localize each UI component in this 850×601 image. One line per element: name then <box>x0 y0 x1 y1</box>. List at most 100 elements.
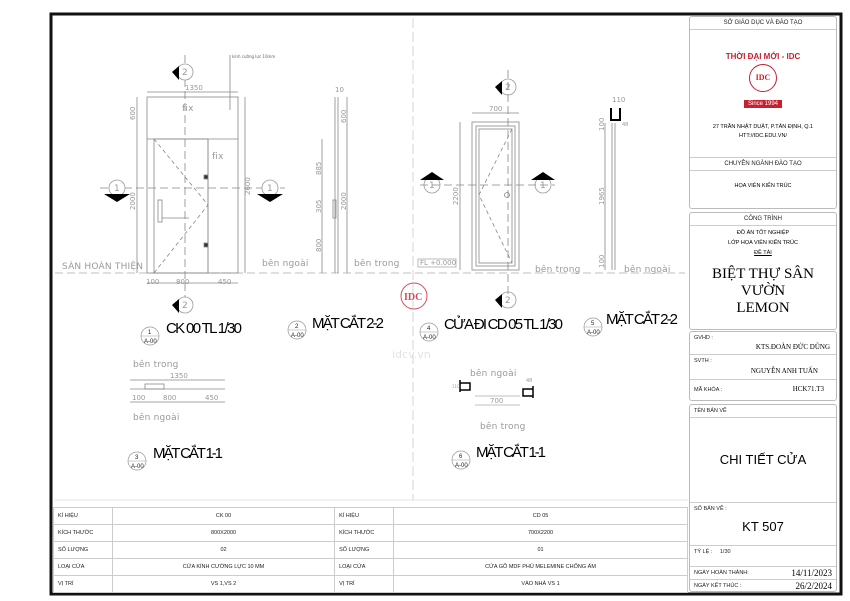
fix-label: fix <box>182 104 194 114</box>
cell-value: CK 00 <box>111 507 336 525</box>
dim-label: 48 <box>526 378 532 384</box>
dim-label: 110 <box>452 384 460 389</box>
svg-text:A-00: A-00 <box>587 330 600 336</box>
watermark-url: idcv.vn <box>392 348 431 361</box>
sheet-border <box>49 12 843 596</box>
outside-label: bên ngoài <box>470 368 517 379</box>
dim-label: 450 <box>205 394 218 402</box>
school-logo-area: THỜI ĐẠI MỚI - IDC IDC Since 1994 27 TRẦ… <box>690 52 836 158</box>
project-label: CÔNG TRÌNH <box>690 213 836 226</box>
door-cd05-elevation <box>417 70 555 295</box>
sheet-no-label: SỐ BẢN VẼ : <box>694 506 727 512</box>
svg-text:MẶT CẮT 2-2: MẶT CẮT 2-2 <box>606 310 678 328</box>
svg-text:5: 5 <box>591 321 595 327</box>
section-1-1-right <box>459 380 534 406</box>
row-label: KÍCH THƯỚC <box>53 524 113 542</box>
svg-text:1: 1 <box>429 181 435 191</box>
dim-label: 1350 <box>170 372 188 380</box>
cell-value: 700X2200 <box>393 524 688 542</box>
gvhd: KTS.ĐOÀN ĐỨC DŨNG <box>755 343 830 351</box>
dim-label: 2000 <box>340 192 348 210</box>
row-label: SỐ LƯỢNG <box>53 541 113 559</box>
view-title: 2A-00 MẶT CẮT 2-2 <box>287 314 384 340</box>
dim-label: 600 <box>129 107 137 120</box>
dim-label: 100 <box>132 394 145 402</box>
address: 27 TRẦN NHẬT DUẬT, P.TÂN ĐỊNH, Q.1 <box>712 124 814 130</box>
svg-text:2: 2 <box>505 296 511 306</box>
end-label: NGÀY KẾT THÚC : <box>694 583 742 589</box>
dim-label: 2600 <box>244 177 252 195</box>
scale-label: TỶ LỆ : <box>694 549 713 555</box>
cell-value: 02 <box>111 541 336 559</box>
svg-text:2: 2 <box>182 301 188 311</box>
dim-label: 100 <box>598 118 606 131</box>
svg-text:1: 1 <box>114 184 120 194</box>
dim-label: 110 <box>612 96 625 104</box>
school-block: SỞ GIÁO DỤC VÀ ĐÀO TẠO THỜI ĐẠI MỚI - ID… <box>689 16 837 209</box>
course: HCK71.T3 <box>792 385 824 393</box>
svg-text:A-00: A-00 <box>291 333 304 339</box>
svg-text:A-00: A-00 <box>455 463 468 469</box>
svg-text:2: 2 <box>295 324 299 330</box>
people-block: GVHD : KTS.ĐOÀN ĐỨC DŨNG SVTH : NGUYỄN A… <box>689 331 837 401</box>
dim-label: 800 <box>176 278 189 286</box>
cell-value: 800X2000 <box>111 524 336 542</box>
view-title: 3A-00 MẶT CẮT 1-1 <box>127 444 223 471</box>
scale: 1/30 <box>719 549 731 555</box>
website: HTT://IDC.EDU.VN/ <box>739 133 787 139</box>
dim-label: 600 <box>340 110 348 123</box>
dim-label: 700 <box>489 105 502 113</box>
svg-text:IDC: IDC <box>404 292 422 303</box>
since-badge: Since 1994 <box>743 100 783 108</box>
view-title: 1A-00 CK 00 TL 1/30 <box>140 320 242 346</box>
svth: NGUYỄN ANH TUẤN <box>750 367 818 375</box>
outside-label: bên ngoài <box>262 258 309 269</box>
svg-text:4: 4 <box>427 326 431 332</box>
major-label: CHUYÊN NGÀNH ĐÀO TẠO <box>690 158 836 171</box>
dim-label: 1350 <box>185 84 203 92</box>
watermark-logo: IDC idcv.vn <box>392 282 431 361</box>
outside-label: bên ngoài <box>624 264 671 275</box>
dim-label: 800 <box>315 239 323 252</box>
dim-label: 10 <box>335 86 344 94</box>
project-name: BIỆT THỰ SÂN VƯỜN <box>712 266 814 299</box>
svg-text:1: 1 <box>540 181 546 191</box>
inside-label: bên trong <box>354 258 400 269</box>
svg-text:A-00: A-00 <box>131 464 144 470</box>
dim-label: 48 <box>622 122 628 128</box>
floor-label: SÀN HOÀN THIỆN <box>62 260 143 272</box>
dim-label: 700 <box>490 397 503 405</box>
sheet-no: KT 507 <box>690 515 836 546</box>
end-date: 26/2/2024 <box>795 581 832 591</box>
row-label: KÍ HIỆU <box>334 507 395 525</box>
view-title: 5A-00 MẶT CẮT 2-2 <box>583 310 678 337</box>
inside-label: bên trong <box>535 264 581 275</box>
cell-value: VÀO NHÀ VS 1 <box>393 575 688 593</box>
school-name: THỜI ĐẠI MỚI - IDC <box>725 52 801 61</box>
svg-text:3: 3 <box>135 455 139 461</box>
svg-text:6: 6 <box>459 454 463 460</box>
row-label: VỊ TRÍ <box>334 575 395 593</box>
section-marker: 2 2 1 1 2 2 1 1 <box>104 63 555 314</box>
dim-label: 305 <box>315 200 323 213</box>
inside-label: bên trong <box>480 421 526 432</box>
sheet-name-label: TÊN BẢN VẼ <box>690 405 836 418</box>
svg-text:2: 2 <box>182 68 188 78</box>
level-label: FL +0.000 <box>420 259 456 267</box>
dim-label: 2000 <box>129 192 137 210</box>
topic-label: ĐỀ TÀI <box>754 250 772 256</box>
inside-label: bên trong <box>133 359 179 370</box>
dim-label: 100 <box>598 255 606 268</box>
svg-text:A-00: A-00 <box>144 339 157 345</box>
fix-label: fix <box>212 152 224 162</box>
idc-logo: IDC <box>749 64 777 92</box>
svg-text:CỬA ĐI CD 05 TL 1/30: CỬA ĐI CD 05 TL 1/30 <box>444 315 563 333</box>
view-title: 6A-00 MẶT CẮT 1-1 <box>451 443 546 470</box>
gvhd-label: GVHD : <box>694 335 713 341</box>
svg-text:1: 1 <box>148 330 152 336</box>
